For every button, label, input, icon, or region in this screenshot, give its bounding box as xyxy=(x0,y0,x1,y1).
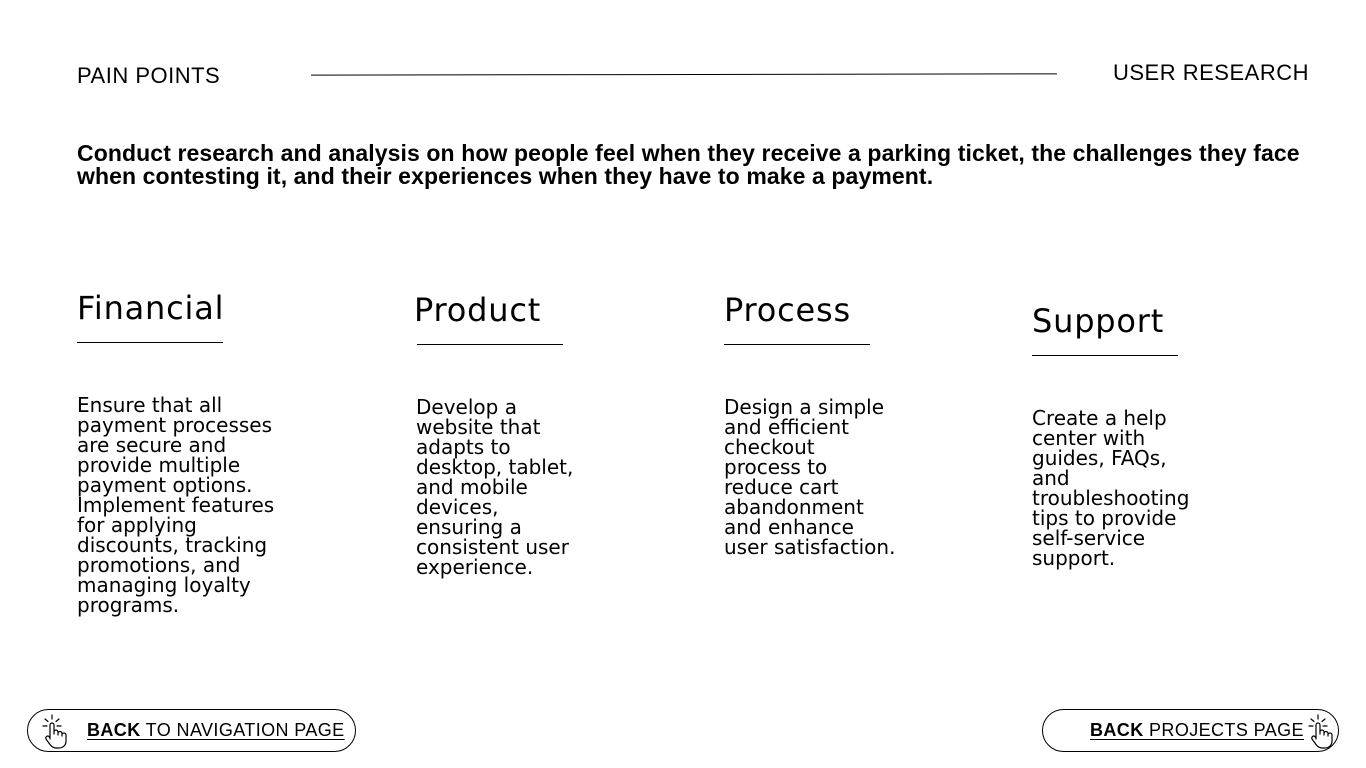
pointer-hand-click-icon xyxy=(42,713,72,749)
back-to-navigation-button[interactable]: BACK TO NAVIGATION PAGE xyxy=(27,709,356,752)
back-projects-page-button[interactable]: BACK PROJECTS PAGE xyxy=(1042,709,1339,752)
back-label-rest: TO NAVIGATION PAGE xyxy=(140,720,345,740)
back-label-rest: PROJECTS PAGE xyxy=(1143,720,1304,740)
title-underline xyxy=(1032,355,1178,356)
title-underline xyxy=(77,342,223,343)
pain-point-description: Create a help center with guides, FAQs, … xyxy=(1032,406,1190,570)
pain-point-description: Design a simple and efficient checkout p… xyxy=(724,395,896,559)
page-title: USER RESEARCH xyxy=(1113,60,1309,85)
section-label: PAIN POINTS xyxy=(77,63,221,88)
back-projects-page-label[interactable]: BACK PROJECTS PAGE xyxy=(1090,720,1304,741)
pain-point-process: Process Design a simple and efficient ch… xyxy=(724,292,939,557)
pain-point-title: Financial xyxy=(77,289,225,327)
pain-point-title: Support xyxy=(1032,302,1165,340)
back-label-bold: BACK xyxy=(87,720,141,740)
pain-point-product: Product Develop a website that adapts to… xyxy=(414,292,629,577)
research-goal-text: Conduct research and analysis on how peo… xyxy=(77,140,1300,189)
pain-point-description: Ensure that all payment processes are se… xyxy=(77,393,275,617)
pointer-hand-click-icon xyxy=(1308,713,1338,749)
title-underline xyxy=(417,344,563,345)
pain-point-title: Process xyxy=(724,291,851,329)
header-divider xyxy=(310,73,1058,76)
pain-point-financial: Financial Ensure that all payment proces… xyxy=(77,290,292,615)
title-underline xyxy=(724,344,870,345)
pain-point-support: Support Create a help center with guides… xyxy=(1032,303,1247,568)
back-label-bold: BACK xyxy=(1090,720,1144,740)
pain-point-title: Product xyxy=(414,291,542,329)
pain-point-description: Develop a website that adapts to desktop… xyxy=(416,395,574,579)
back-to-navigation-label[interactable]: BACK TO NAVIGATION PAGE xyxy=(87,720,345,741)
